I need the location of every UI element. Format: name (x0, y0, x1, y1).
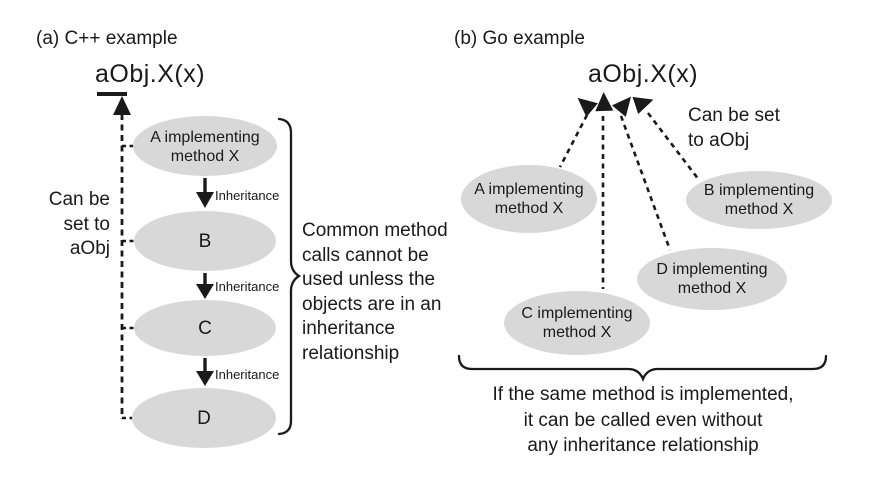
go-dashed-line-d (619, 115, 672, 251)
cpp-node-c (134, 300, 276, 356)
go-arrowhead-1 (577, 97, 598, 118)
go-node-d (637, 248, 787, 310)
left-call-label: aObj.X(x) (95, 60, 206, 88)
go-arrowhead-3 (611, 96, 632, 117)
go-node-c (504, 291, 650, 355)
go-node-a-label: A implementing method X (474, 180, 584, 218)
right-title: (b) Go example (454, 28, 585, 49)
left-brace (277, 117, 302, 436)
go-arrowhead-2 (595, 92, 614, 112)
left-brace-note: Common method calls cannot be used unles… (302, 220, 448, 364)
cpp-node-b (134, 211, 276, 271)
go-dashed-line-b (646, 112, 701, 181)
go-node-c-label: C implementing method X (521, 304, 633, 342)
inheritance-arrowhead-2 (196, 284, 214, 299)
go-node-b (686, 171, 832, 229)
right-call-label: aObj.X(x) (587, 60, 699, 88)
go-node-d-label: D implementing method X (656, 260, 768, 298)
go-node-b-label: B implementing method X (703, 181, 815, 219)
left-title: (a) C++ example (36, 28, 178, 49)
go-node-a (461, 165, 597, 233)
inheritance-label-2: Inheritance (215, 279, 280, 294)
left-call-underline (97, 92, 127, 96)
left-side-note: Can be set to aObj (48, 189, 110, 259)
right-brace-note: If the same method is implemented, it ca… (492, 384, 794, 456)
cpp-node-b-label: B (198, 230, 212, 252)
cpp-node-a-label: A implementing method X (150, 128, 260, 166)
cpp-node-c-label: C (198, 317, 212, 339)
left-assign-arrowhead (113, 96, 131, 115)
inheritance-arrowhead-3 (196, 371, 214, 386)
right-side-note: Can be set to aObj (688, 105, 780, 151)
inheritance-arrowhead-1 (196, 192, 214, 208)
cpp-node-d (132, 388, 276, 448)
cpp-node-d-label: D (197, 407, 211, 429)
bottom-brace (457, 354, 828, 383)
go-dashed-line-a (558, 114, 589, 168)
cpp-node-a (133, 116, 277, 176)
inheritance-label-1: Inheritance (215, 188, 280, 203)
inheritance-label-3: Inheritance (215, 367, 280, 382)
go-arrowhead-4 (632, 96, 654, 115)
